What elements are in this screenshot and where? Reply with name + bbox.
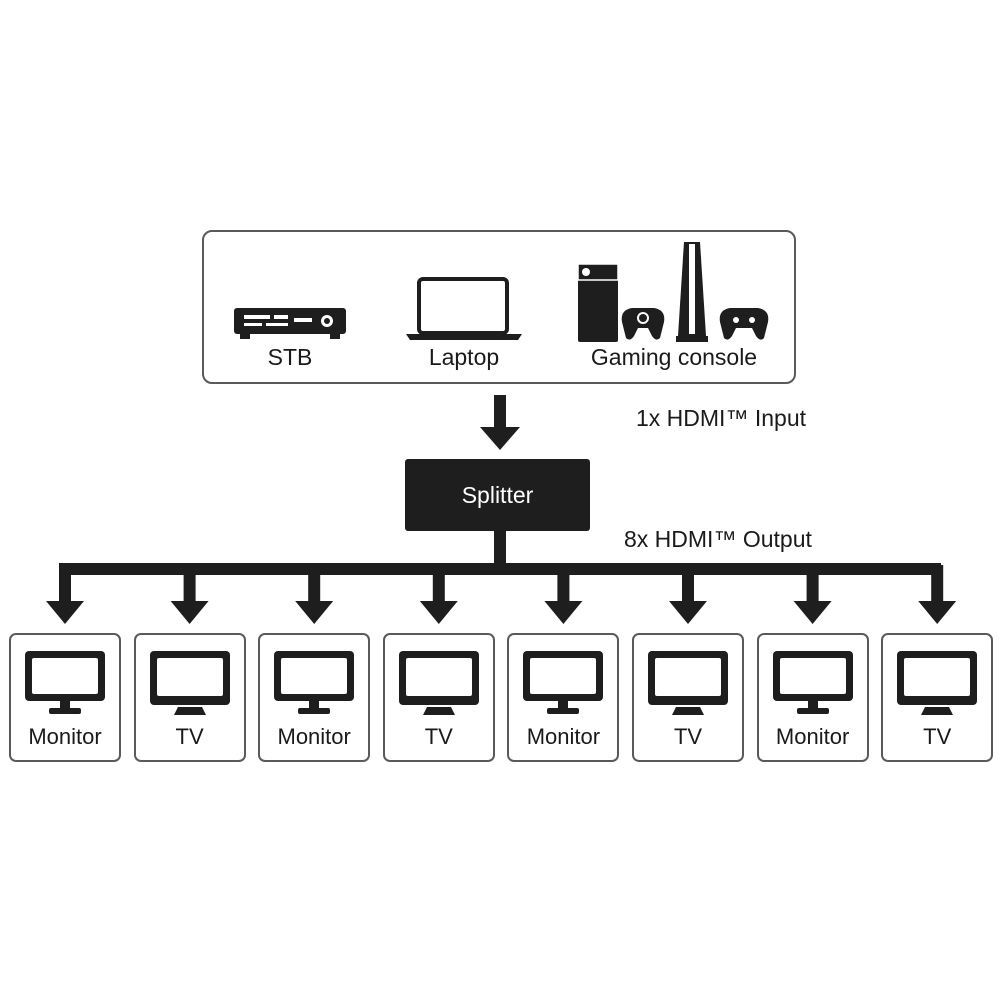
output-trunk [494, 531, 506, 571]
output-device-3: Monitor [258, 633, 371, 762]
output-bus [59, 563, 941, 575]
output-label: Monitor [526, 724, 601, 749]
source-label-stb: STB [267, 344, 313, 370]
splitter-label: Splitter [461, 481, 534, 508]
source-label-laptop: Laptop [428, 344, 500, 370]
source-label-gaming-console: Gaming console [590, 344, 758, 370]
tv-icon [398, 651, 479, 715]
input-arrow-shaft [494, 395, 506, 429]
output-device-1: Monitor [9, 633, 121, 762]
gaming-console-icon [577, 242, 769, 342]
output-label: TV [673, 724, 703, 749]
drop-arrow-shaft [557, 565, 570, 603]
output-device-8: TV [881, 633, 994, 762]
drop-arrow-head [46, 601, 84, 624]
drop-arrow-shaft [183, 565, 196, 603]
monitor-icon [523, 651, 604, 714]
drop-arrow-shaft [308, 565, 321, 603]
drop-arrow-shaft [806, 565, 819, 603]
input-arrow-head [480, 427, 520, 450]
output-label: Monitor [775, 724, 850, 749]
tv-icon [897, 651, 978, 715]
drop-arrow-head [918, 601, 957, 624]
drop-arrow-head [544, 601, 583, 624]
drop-arrow-shaft [59, 565, 71, 603]
input-label: 1x HDMI™ Input [636, 405, 806, 431]
tv-icon [648, 651, 728, 715]
drop-arrow-shaft [432, 565, 445, 603]
source-devices-box: STB Laptop Gaming console [202, 230, 796, 384]
output-label: Monitor [277, 724, 351, 749]
drop-arrow-head [170, 601, 209, 624]
monitor-icon [25, 651, 105, 714]
splitter-box: Splitter [405, 459, 590, 531]
drop-arrow-head [419, 601, 458, 624]
output-device-4: TV [382, 633, 495, 762]
drop-arrow-shaft [931, 565, 944, 603]
monitor-icon [274, 651, 355, 714]
monitor-icon [772, 651, 853, 714]
output-label: TV [175, 724, 204, 749]
output-label: TV [424, 724, 453, 749]
laptop-icon [406, 277, 522, 340]
tv-icon [149, 651, 230, 715]
output-label: 8x HDMI™ Output [624, 526, 812, 552]
output-device-7: Monitor [756, 633, 869, 762]
output-label: Monitor [28, 724, 102, 749]
output-label: TV [923, 724, 952, 749]
set-top-box-icon [234, 308, 346, 339]
output-device-5: Monitor [507, 633, 620, 762]
drop-arrow-head [793, 601, 832, 624]
drop-arrow-head [295, 601, 334, 624]
output-device-6: TV [632, 633, 744, 762]
output-device-2: TV [133, 633, 246, 762]
drop-arrow-head [669, 601, 707, 624]
drop-arrow-shaft [682, 565, 694, 603]
